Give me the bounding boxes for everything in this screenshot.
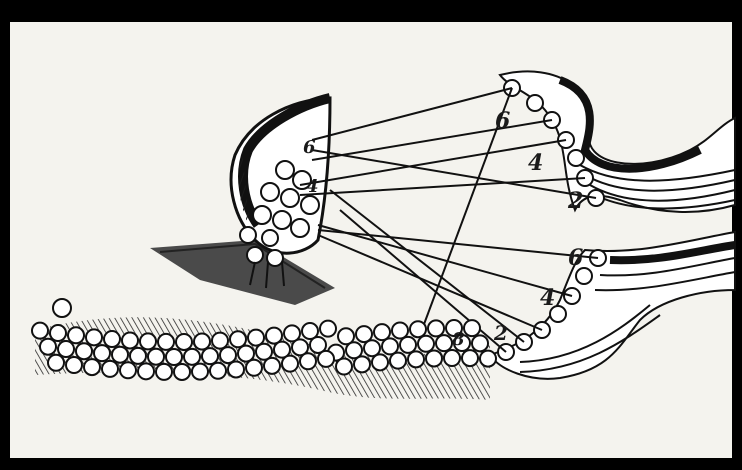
- sphere: [94, 345, 110, 361]
- sphere: [212, 333, 228, 349]
- sphere: [140, 333, 156, 349]
- bottom-sphere-row: [32, 299, 496, 400]
- sphere: [50, 325, 66, 341]
- label-bottom-upper: 6: [568, 245, 583, 271]
- sphere: [462, 350, 478, 366]
- sphere: [192, 364, 208, 380]
- sphere: [472, 335, 488, 351]
- sphere: [428, 320, 444, 336]
- sphere: [220, 347, 236, 363]
- sphere: [58, 341, 74, 357]
- sphere: [230, 331, 246, 347]
- sphere: [382, 338, 398, 354]
- sphere: [176, 334, 192, 350]
- sphere: [264, 358, 280, 374]
- sphere: [48, 355, 64, 371]
- sphere: [282, 356, 298, 372]
- upper-fiber-bundle: [500, 71, 735, 212]
- sphere: [40, 339, 56, 355]
- sphere: [320, 321, 336, 337]
- sphere: [408, 351, 424, 367]
- sphere: [480, 351, 496, 367]
- sphere: [194, 334, 210, 350]
- label-bottom-lower: 2: [493, 321, 508, 345]
- sphere: [120, 362, 136, 378]
- sphere: [122, 332, 138, 348]
- sphere: [66, 357, 82, 373]
- sphere: [112, 347, 128, 363]
- sphere: [156, 364, 172, 380]
- sphere: [166, 349, 182, 365]
- sphere: [400, 337, 416, 353]
- sphere: [68, 327, 84, 343]
- sphere: [436, 335, 452, 351]
- sphere: [336, 359, 352, 375]
- sphere: [210, 363, 226, 379]
- sphere: [202, 348, 218, 364]
- label-top-lower: 2: [567, 188, 583, 214]
- label-top-upper: 6: [495, 108, 510, 134]
- label-cup-lower: 4: [306, 176, 319, 197]
- sphere: [32, 323, 48, 339]
- sphere: [418, 336, 434, 352]
- sphere: [148, 349, 164, 365]
- sphere: [426, 350, 442, 366]
- sphere: [84, 359, 100, 375]
- label-top-middle: 4: [528, 150, 543, 176]
- sphere: [53, 299, 71, 317]
- sphere: [174, 364, 190, 380]
- sphere: [318, 351, 334, 367]
- sphere: [228, 361, 244, 377]
- sphere: [444, 350, 460, 366]
- sphere: [372, 354, 388, 370]
- sphere: [392, 322, 408, 338]
- sphere: [130, 348, 146, 364]
- sphere: [102, 361, 118, 377]
- sphere: [464, 320, 480, 336]
- sphere: [184, 349, 200, 365]
- sphere: [354, 356, 370, 372]
- sphere: [86, 329, 102, 345]
- label-cup-upper: 6: [303, 137, 316, 158]
- lower-fiber-bundle: [490, 232, 735, 379]
- sphere: [158, 334, 174, 350]
- sphere: [300, 353, 316, 369]
- label-row: 8: [451, 329, 465, 350]
- sphere: [104, 331, 120, 347]
- label-bottom-middle: 4: [540, 285, 555, 311]
- sphere: [138, 363, 154, 379]
- sphere: [410, 321, 426, 337]
- sphere: [246, 360, 262, 376]
- sphere: [390, 353, 406, 369]
- sphere: [76, 343, 92, 359]
